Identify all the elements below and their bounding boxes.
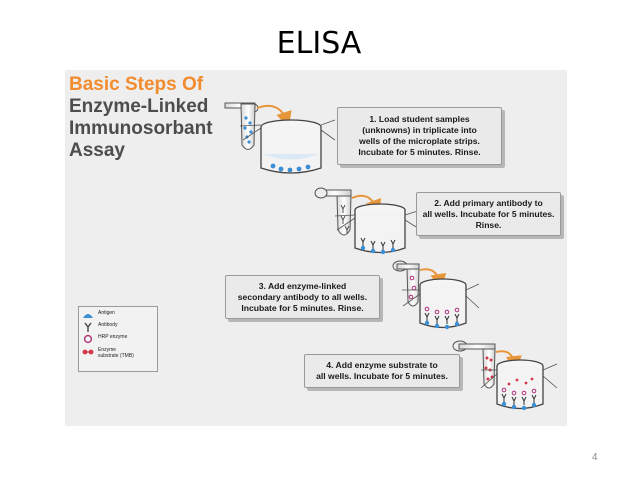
step-1-box: 1. Load student samples (unknowns) in tr… — [337, 107, 502, 165]
antibody-icon — [81, 322, 95, 332]
legend-item-antigen: Antigen — [81, 310, 155, 320]
step-1-arrow — [257, 106, 287, 122]
legend: Antigen Antibody HRP enzyme Enzyme subst… — [78, 306, 158, 372]
slide-title: ELISA — [0, 26, 638, 61]
legend-label-substrate: substrate (TMB) — [98, 353, 134, 359]
step-3-line-3: Incubate for 5 minutes. Rinse. — [238, 303, 367, 314]
legend-label-hrp-enzyme: HRP enzyme — [98, 334, 127, 340]
legend-item-antibody: Antibody — [81, 322, 155, 332]
step-4-box: 4. Add enzyme substrate to all wells. In… — [304, 354, 460, 388]
slide-number: 4 — [592, 452, 598, 463]
step-2-tube — [315, 188, 351, 235]
legend-label-enzyme-substrate: Enzyme substrate (TMB) — [98, 347, 134, 359]
step-3-line-2: secondary antibody to all wells. — [238, 292, 367, 303]
step-2-box: 2. Add primary antibody to all wells. In… — [416, 192, 561, 236]
antigen-icon — [81, 310, 95, 320]
hrp-enzyme-icon — [81, 334, 95, 344]
step-1-line-4: Incubate for 5 minutes. Rinse. — [358, 147, 480, 158]
step-1-line-3: wells of the microplate strips. — [358, 136, 480, 147]
step-4-line-1: 4. Add enzyme substrate to — [316, 360, 448, 371]
step-3-line-1: 3. Add enzyme-linked — [238, 281, 367, 292]
legend-item-enzyme-substrate: Enzyme substrate (TMB) — [81, 347, 155, 363]
step-3-tube — [393, 261, 419, 306]
step-2-line-3: Rinse. — [423, 220, 555, 231]
step-1-line-2: (unknowns) in triplicate into — [358, 125, 480, 136]
step-2-line-1: 2. Add primary antibody to — [423, 198, 555, 209]
step-3-box: 3. Add enzyme-linked secondary antibody … — [225, 275, 380, 319]
step-4-line-2: all wells. Incubate for 5 minutes. — [316, 371, 448, 382]
step-2-line-2: all wells. Incubate for 5 minutes. — [423, 209, 555, 220]
enzyme-substrate-icon — [81, 347, 95, 357]
legend-label-antibody: Antibody — [98, 322, 117, 328]
legend-item-hrp-enzyme: HRP enzyme — [81, 334, 155, 344]
step-1-line-1: 1. Load student samples — [358, 114, 480, 125]
legend-label-antigen: Antigen — [98, 310, 115, 316]
elisa-figure: Basic Steps Of Enzyme-Linked Immunosorba… — [65, 70, 567, 426]
